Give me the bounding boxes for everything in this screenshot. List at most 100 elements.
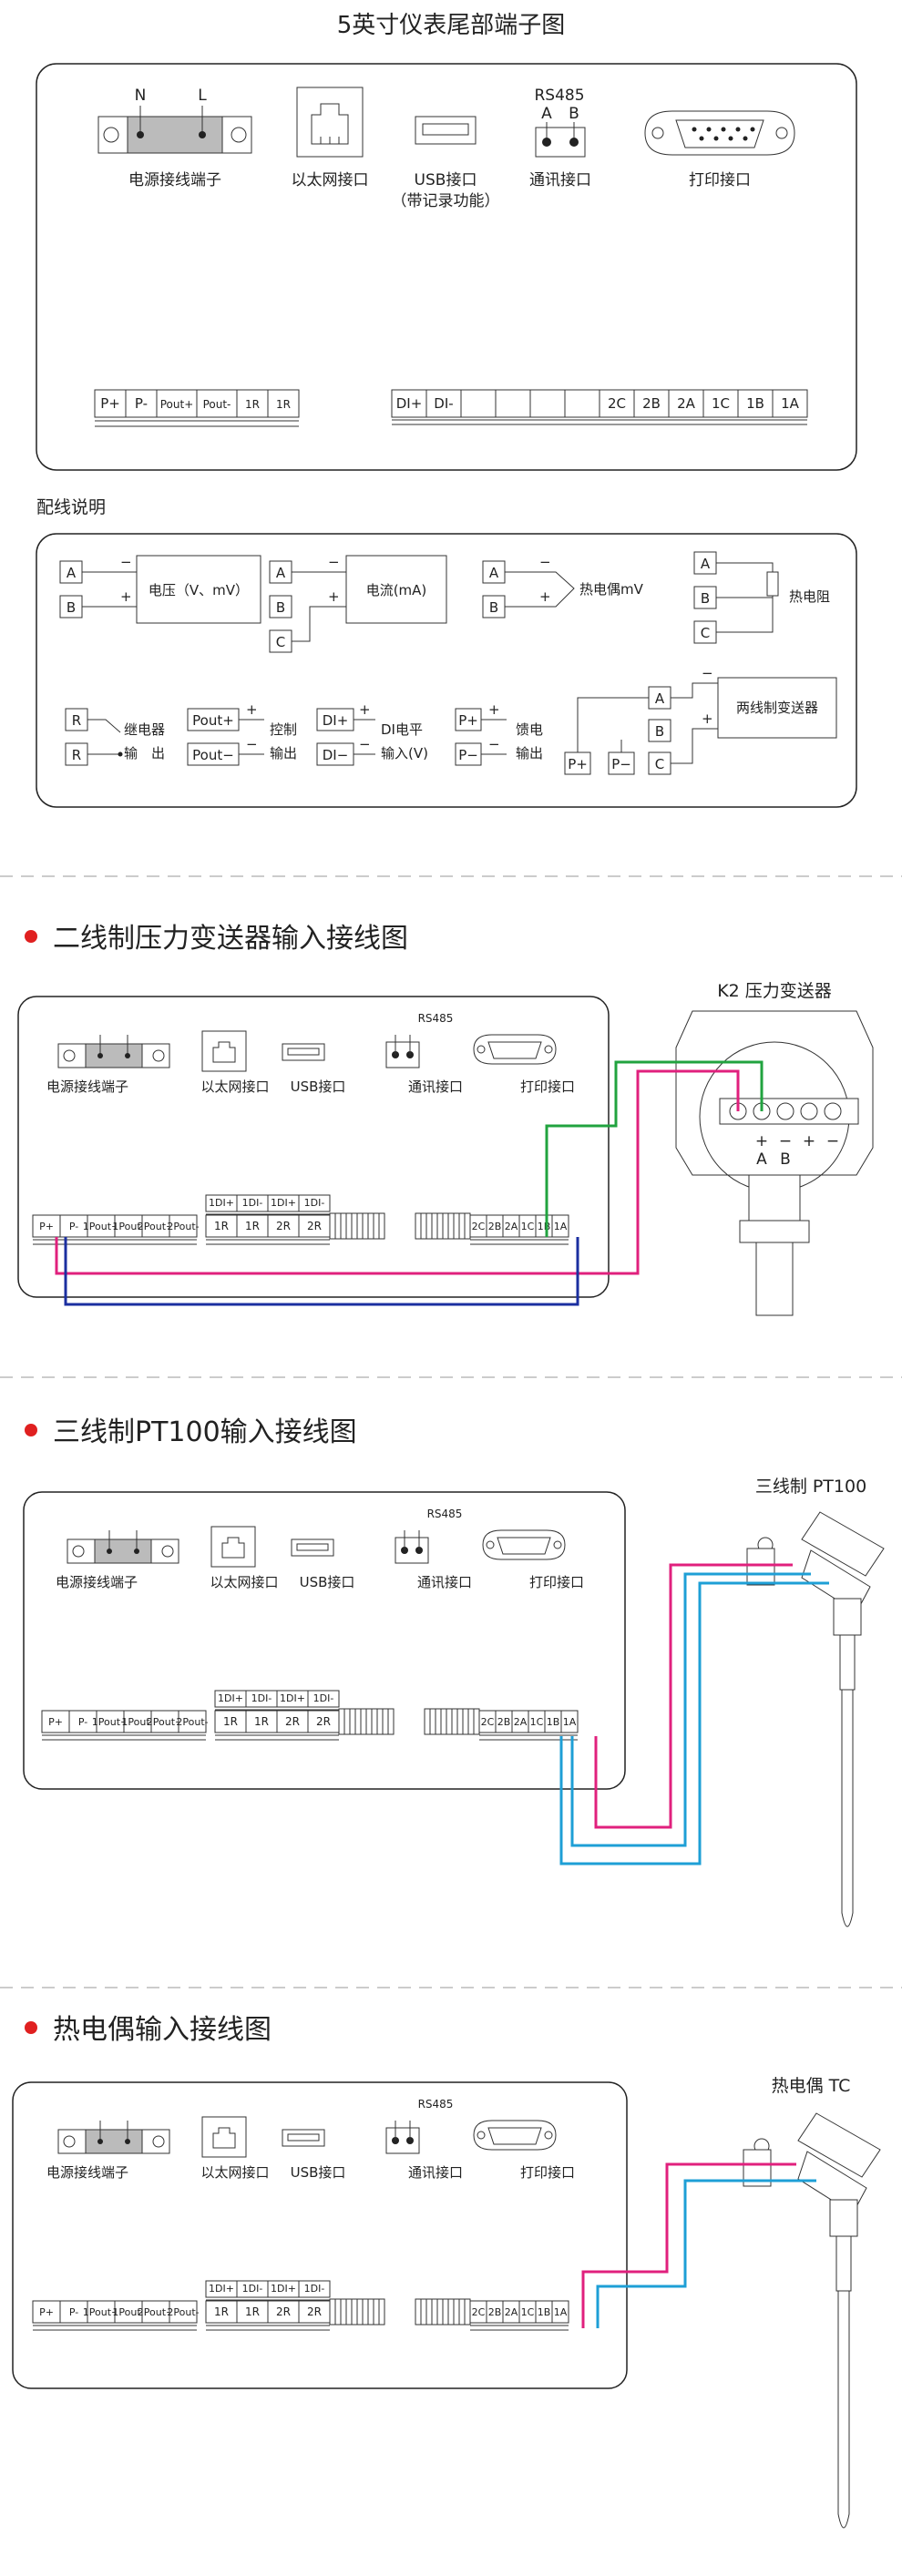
comm-label: 通讯接口 — [417, 1574, 472, 1590]
mid-bottom-terminal-cell — [267, 1214, 300, 1238]
right-terminal-cell — [772, 389, 808, 418]
svg-text:A: A — [67, 565, 77, 581]
wiring-title: 配线说明 — [36, 497, 106, 517]
left-terminal-cell — [196, 389, 238, 418]
rs485-title: RS485 — [427, 1508, 463, 1520]
pressure-transmitter: K2 压力变送器 + − + − A B — [675, 981, 874, 1316]
mid-top-terminal-label: 1DI+ — [280, 1692, 305, 1704]
ethernet-label: 以太网接口 — [210, 1574, 278, 1590]
pt100-probe: 三线制 PT100 — [746, 1477, 885, 1927]
feed-output-diagram: P+ P− + − 馈电 输出 — [455, 701, 543, 766]
print-port: 打印接口 — [644, 110, 795, 189]
right-terminal-label: 2C — [481, 1716, 495, 1728]
comm-label: 通讯接口 — [408, 1078, 463, 1095]
mid-bottom-terminal-label: 2R — [307, 1220, 322, 1232]
left-terminal-cell — [114, 2300, 143, 2324]
svg-text:P−: P− — [611, 756, 631, 772]
right-terminal-label: 2A — [514, 1716, 528, 1728]
right-terminal-cell — [551, 2300, 569, 2324]
mid-bottom-terminal-label: 1R — [223, 1715, 238, 1728]
control-plus: + — [246, 701, 258, 718]
left-terminal-label: 1Pout+ — [92, 1716, 128, 1728]
pt100-label: 三线制 PT100 — [755, 1477, 866, 1497]
right-terminal-label: 1A — [563, 1716, 577, 1728]
left-terminal-label: 1Pout- — [112, 2306, 144, 2318]
svg-text:C: C — [655, 756, 664, 772]
section2-ports — [67, 1526, 566, 1568]
rs485-title: RS485 — [534, 87, 584, 105]
voltage-plus: + — [120, 588, 132, 605]
right-terminal-label: 2C — [472, 2306, 486, 2318]
power-label: 电源接线端子 — [46, 2164, 128, 2181]
left-terminal-label: P+ — [100, 395, 120, 412]
comm-label: 通讯接口 — [408, 2164, 463, 2181]
left-terminal-cell — [32, 1214, 61, 1238]
svg-text:DI−: DI− — [323, 747, 349, 763]
mid-top-terminal-cell — [298, 2280, 331, 2298]
power-label: 电源接线端子 — [56, 1574, 138, 1590]
right-terminal-label: 2B — [488, 2306, 502, 2318]
power-terminal: N L 电源接线端子 — [97, 87, 252, 189]
left-terminal-cell — [236, 389, 269, 418]
thermocouple-label: 热电偶mV — [579, 581, 644, 598]
right-terminal-label: 1C — [521, 2306, 535, 2318]
section2-panel — [23, 1491, 626, 1790]
mid-bottom-terminal-cell — [276, 1710, 309, 1733]
mid-bottom-terminal-cell — [214, 1710, 247, 1733]
right-terminal-label: 1B — [538, 2306, 551, 2318]
svg-text:P+: P+ — [458, 712, 478, 729]
print-label: 打印接口 — [529, 1574, 584, 1590]
right-terminal-label: 2B — [488, 1221, 502, 1232]
section3-ports — [57, 2116, 557, 2158]
left-terminal-cell — [68, 1710, 97, 1733]
svg-text:B: B — [701, 590, 710, 607]
section3-panel — [12, 2081, 628, 2389]
di-minus: − — [359, 736, 371, 752]
mid-top-terminal-cell — [307, 1690, 340, 1708]
mid-bottom-terminal-cell — [298, 1214, 331, 1238]
svg-text:R: R — [72, 712, 81, 729]
section1-title: 二线制压力变送器输入接线图 — [53, 923, 408, 955]
mid-bottom-terminal-label: 1R — [245, 2305, 260, 2318]
page-title: 5英寸仪表尾部端子图 — [337, 12, 566, 39]
mid-top-terminal-label: 1DI+ — [271, 1197, 296, 1209]
two-wire-label: 两线制变送器 — [736, 700, 818, 716]
rs485-port: RS485 A B 通讯接口 — [529, 87, 591, 189]
left-terminal-cell — [59, 1214, 88, 1238]
right-terminal-cell — [702, 389, 739, 418]
di-line2: 输入(V) — [381, 745, 428, 762]
tc-plus: + — [539, 588, 551, 605]
mid-bottom-terminal-label: 2R — [276, 1220, 291, 1232]
ethernet-label: 以太网接口 — [200, 1078, 269, 1095]
section2-bullet-icon — [25, 1424, 37, 1436]
left-terminal-cell — [156, 389, 198, 418]
left-terminal-label: Pout+ — [160, 398, 194, 411]
mid-bottom-terminal-label: 2R — [307, 2305, 322, 2318]
left-terminal-cell — [32, 2300, 61, 2324]
section3-title: 热电偶输入接线图 — [53, 2014, 272, 2046]
control-line1: 控制 — [270, 721, 297, 738]
two-wire-transmitter-diagram: P+ P− A B C − + 两线制变送器 — [564, 665, 837, 775]
svg-text:Pout−: Pout− — [192, 747, 234, 763]
power-n-label: N — [135, 87, 147, 105]
print-label: 打印接口 — [689, 171, 751, 189]
left-terminal-label: P- — [69, 2306, 78, 2318]
right-terminal-cell — [551, 1214, 569, 1238]
right-terminal-label: 2A — [505, 1221, 518, 1232]
section1-bullet-icon — [25, 930, 37, 943]
left-terminal-label: 2Pout+ — [147, 1716, 183, 1728]
rtd-input-diagram: A B C 热电阻 — [693, 551, 830, 644]
mid-bottom-terminal-label: 1R — [245, 1220, 260, 1232]
mid-top-terminal-label: 1DI- — [304, 1197, 325, 1209]
mid-bottom-terminal-cell — [307, 1710, 340, 1733]
mid-bottom-terminal-label: 2R — [276, 2305, 291, 2318]
right-terminal-label: 1B — [547, 1716, 560, 1728]
current-input-diagram: A B C − + 电流(mA) — [269, 554, 447, 653]
svg-text:R: R — [72, 747, 81, 763]
feed-plus: + — [488, 701, 500, 718]
right-terminal-label: 1C — [530, 1716, 544, 1728]
mid-bottom-terminal-label: 2R — [285, 1715, 300, 1728]
